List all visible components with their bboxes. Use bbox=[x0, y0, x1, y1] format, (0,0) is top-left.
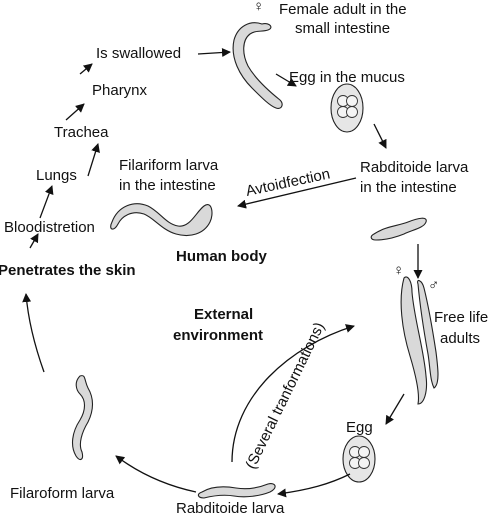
male-symbol-free: ♂ bbox=[428, 277, 439, 294]
filariform-intestine-worm bbox=[110, 203, 213, 237]
egg-in-mucus-icon bbox=[330, 83, 364, 133]
human-body-label: Human body bbox=[176, 248, 267, 265]
arrow-lungs-to-trachea bbox=[87, 143, 100, 177]
rhabditoid-intestine-label-1: Rabditoide larva bbox=[360, 159, 469, 176]
trachea-label: Trachea bbox=[54, 124, 109, 141]
free-life-label-1: Free life bbox=[434, 309, 488, 326]
arrow-autoinfection bbox=[237, 177, 357, 209]
rhabditoid-external-worm bbox=[197, 483, 276, 499]
arrow-rhabditoid-to-filariform bbox=[115, 455, 197, 493]
arrow-bloodstream-to-lungs bbox=[39, 185, 54, 219]
arrow-filariform-to-penetrates bbox=[22, 293, 45, 373]
arrow-penetrates-to-bloodstream bbox=[29, 233, 39, 249]
female-symbol-free: ♀ bbox=[393, 262, 404, 279]
swallowed-label: Is swallowed bbox=[96, 45, 181, 62]
rhabditoid-intestine-worm bbox=[370, 217, 427, 241]
arrow-swallowed-to-female bbox=[197, 48, 231, 57]
female-adult-label-2: small intestine bbox=[295, 20, 390, 37]
filariform-intestine-label-2: in the intestine bbox=[119, 177, 216, 194]
free-life-adult-male-worm bbox=[417, 279, 439, 389]
lungs-label: Lungs bbox=[36, 167, 77, 184]
arrow-free-life-to-egg bbox=[385, 393, 405, 425]
female-adult-label-1: Female adult in the bbox=[279, 1, 407, 18]
arrow-egg-to-rhabditoid-external bbox=[277, 473, 351, 498]
egg-mucus-label: Egg in the mucus bbox=[289, 69, 405, 86]
external-environment-label-1: External bbox=[194, 306, 253, 323]
free-life-adult-female-worm bbox=[400, 276, 428, 405]
arrow-trachea-to-pharynx bbox=[65, 103, 85, 121]
female-adult-worm bbox=[232, 22, 283, 109]
filariform-external-worm bbox=[71, 375, 94, 461]
bloodstream-label: Bloodistretion bbox=[4, 219, 95, 236]
external-environment-label-2: environment bbox=[173, 327, 263, 344]
egg-label: Egg bbox=[346, 419, 373, 436]
penetrates-skin-label: Penetrates the skin bbox=[0, 262, 136, 279]
free-life-label-2: adults bbox=[440, 330, 480, 347]
pharynx-label: Pharynx bbox=[92, 82, 148, 99]
filariform-external-label: Filaroform larva bbox=[10, 485, 115, 502]
filariform-intestine-label-1: Filariform larva bbox=[119, 157, 219, 174]
arrow-egg-to-rhabditoid bbox=[373, 123, 387, 149]
rhabditoid-intestine-label-2: in the intestine bbox=[360, 179, 457, 196]
rhabditoid-external-label: Rabditoide larva bbox=[176, 500, 285, 517]
arrow-several-transformations bbox=[231, 324, 355, 463]
egg-external-icon bbox=[342, 435, 376, 483]
female-symbol: ♀ bbox=[253, 0, 264, 15]
arrow-pharynx-to-swallowed bbox=[79, 63, 93, 75]
arrow-female-to-egg bbox=[275, 73, 297, 87]
